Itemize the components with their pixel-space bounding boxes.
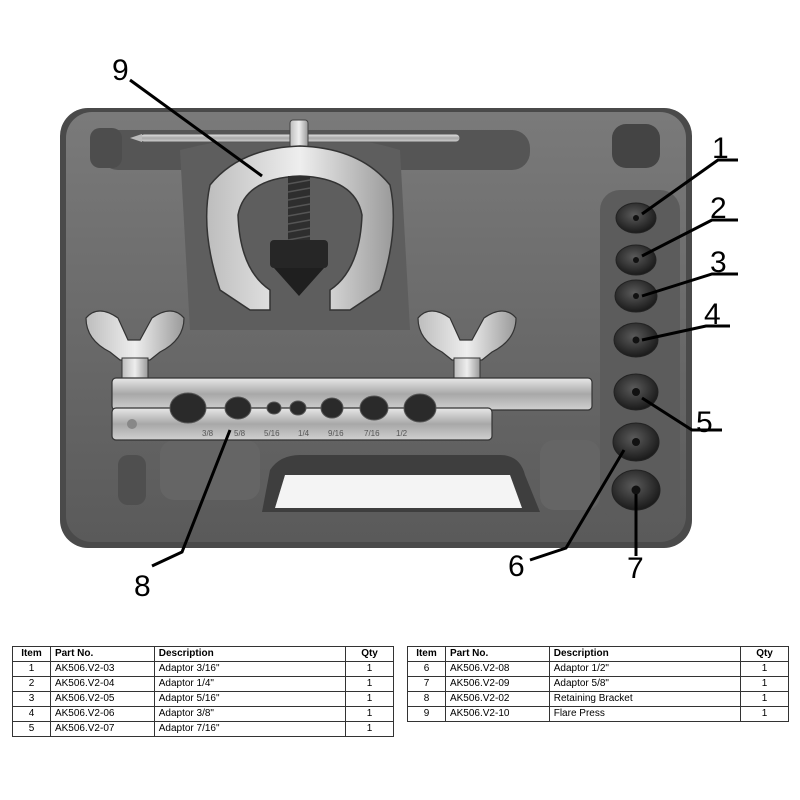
table-row: 3 AK506.V2-05 Adaptor 5/16" 1 (12, 691, 394, 707)
cell-qty: 1 (740, 706, 789, 722)
col-header-qty: Qty (345, 646, 394, 662)
callout-8: 8 (134, 570, 151, 603)
retaining-bracket: 3/8 5/8 5/16 1/4 9/16 7/16 1/2 (85, 310, 593, 441)
leader-6 (529, 449, 626, 562)
col-header-part: Part No. (444, 646, 550, 662)
bar-label: 7/16 (364, 429, 380, 438)
leader-4 (641, 324, 730, 342)
cell-part: AK506.V2-02 (444, 691, 550, 707)
cell-desc: Adaptor 5/8" (548, 676, 742, 692)
cell-qty: 1 (740, 691, 789, 707)
cell-part: AK506.V2-04 (49, 676, 155, 692)
cell-part: AK506.V2-09 (444, 676, 550, 692)
bar-label: 5/8 (234, 429, 246, 438)
adaptor-4 (613, 322, 659, 358)
cell-desc: Adaptor 1/4" (153, 676, 347, 692)
bar-label: 1/2 (396, 429, 408, 438)
cell-item: 7 (407, 676, 446, 692)
cell-desc: Adaptor 7/16" (153, 721, 347, 737)
callout-5: 5 (696, 406, 713, 439)
cell-desc: Adaptor 5/16" (153, 691, 347, 707)
callout-2: 2 (710, 192, 727, 225)
wing-nut-left (85, 310, 185, 381)
callout-numbers: 1 2 3 4 5 6 7 8 9 (112, 54, 729, 603)
cell-item: 1 (12, 661, 51, 677)
callout-6: 6 (508, 550, 525, 583)
cell-qty: 1 (345, 691, 394, 707)
cell-desc: Adaptor 3/16" (153, 661, 347, 677)
cell-desc: Retaining Bracket (548, 691, 742, 707)
flaring-tool-kit-illustration: 3/8 5/8 5/16 1/4 9/16 7/16 1/2 1 2 3 (60, 54, 738, 603)
cell-item: 8 (407, 691, 446, 707)
leader-9 (129, 78, 263, 178)
callout-leaders (129, 78, 738, 568)
cell-item: 6 (407, 661, 446, 677)
table-row: 1 AK506.V2-03 Adaptor 3/16" 1 (12, 661, 394, 677)
cell-part: AK506.V2-05 (49, 691, 155, 707)
cell-desc: Adaptor 3/8" (153, 706, 347, 722)
cell-item: 4 (12, 706, 51, 722)
cell-qty: 1 (345, 706, 394, 722)
cell-part: AK506.V2-08 (444, 661, 550, 677)
cell-part: AK506.V2-03 (49, 661, 155, 677)
bar-label: 9/16 (328, 429, 344, 438)
bar-label: 1/4 (298, 429, 310, 438)
table-header-row: Item Part No. Description Qty (407, 646, 789, 662)
adaptor-2 (615, 244, 657, 276)
cell-qty: 1 (740, 661, 789, 677)
leader-5 (641, 396, 722, 432)
flare-press (130, 119, 461, 311)
table-row: 8 AK506.V2-02 Retaining Bracket 1 (407, 691, 789, 707)
cell-qty: 1 (740, 676, 789, 692)
parts-table-left: Item Part No. Description Qty 1 AK506.V2… (12, 646, 394, 737)
table-row: 2 AK506.V2-04 Adaptor 1/4" 1 (12, 676, 394, 692)
cell-item: 5 (12, 721, 51, 737)
bar-label: 3/8 (202, 429, 214, 438)
col-header-qty: Qty (740, 646, 789, 662)
cell-part: AK506.V2-10 (444, 706, 550, 722)
cell-qty: 1 (345, 676, 394, 692)
cell-desc: Adaptor 1/2" (548, 661, 742, 677)
bar-label: 5/16 (264, 429, 280, 438)
cell-part: AK506.V2-07 (49, 721, 155, 737)
callout-4: 4 (704, 298, 721, 331)
callout-3: 3 (710, 246, 727, 279)
table-header-row: Item Part No. Description Qty (12, 646, 394, 662)
parts-table-right: Item Part No. Description Qty 6 AK506.V2… (407, 646, 789, 722)
table-row: 4 AK506.V2-06 Adaptor 3/8" 1 (12, 706, 394, 722)
callout-1: 1 (712, 132, 729, 165)
col-header-desc: Description (153, 646, 347, 662)
wing-nut-right (417, 310, 517, 381)
col-header-part: Part No. (49, 646, 155, 662)
callout-9: 9 (112, 54, 129, 87)
cell-item: 2 (12, 676, 51, 692)
cell-part: AK506.V2-06 (49, 706, 155, 722)
cell-qty: 1 (345, 661, 394, 677)
leader-2 (641, 218, 738, 258)
leader-1 (641, 158, 738, 216)
col-header-item: Item (12, 646, 51, 662)
col-header-desc: Description (548, 646, 742, 662)
table-row: 6 AK506.V2-08 Adaptor 1/2" 1 (407, 661, 789, 677)
leader-8 (151, 429, 232, 568)
table-row: 5 AK506.V2-07 Adaptor 7/16" 1 (12, 721, 394, 737)
cell-qty: 1 (345, 721, 394, 737)
table-row: 7 AK506.V2-09 Adaptor 5/8" 1 (407, 676, 789, 692)
cell-item: 9 (407, 706, 446, 722)
cell-item: 3 (12, 691, 51, 707)
table-row: 9 AK506.V2-10 Flare Press 1 (407, 706, 789, 722)
callout-7: 7 (627, 552, 644, 585)
adaptor-3 (614, 279, 658, 313)
col-header-item: Item (407, 646, 446, 662)
cell-desc: Flare Press (548, 706, 742, 722)
leader-3 (641, 272, 738, 298)
